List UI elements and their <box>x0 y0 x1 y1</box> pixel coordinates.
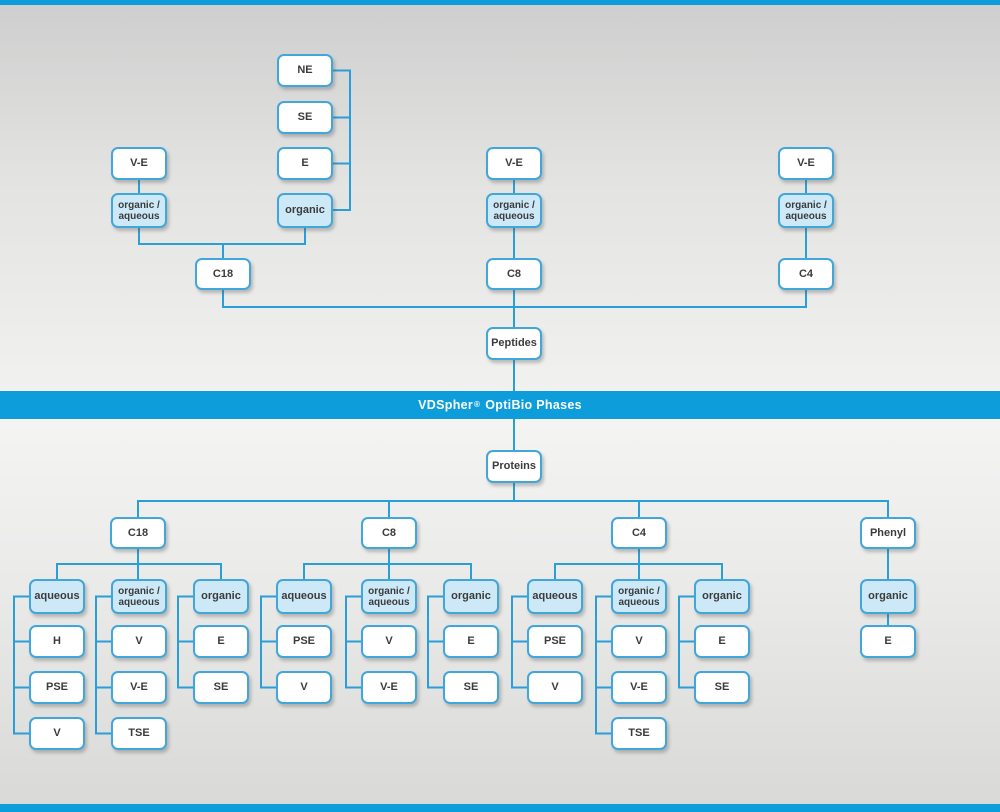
node-peptides-c4-organic-aqueous: organic / aqueous <box>778 193 834 228</box>
node-proteins-phenyl-organic: organic <box>860 579 916 614</box>
node-peptides-c4-ve: V-E <box>778 147 834 180</box>
top-accent-bar <box>0 0 1000 5</box>
node-proteins-c18-aqueous-pse: PSE <box>29 671 85 704</box>
node-proteins-c8-organic-e: E <box>443 625 499 658</box>
node-proteins-c4-aqueous: aqueous <box>527 579 583 614</box>
node-proteins-c18-aqueous: aqueous <box>29 579 85 614</box>
banner-optibio-phases: VDSpher®OptiBio Phases <box>0 391 1000 419</box>
node-proteins-c8-orgaq-v: V <box>361 625 417 658</box>
node-proteins-c4: C4 <box>611 517 667 549</box>
node-proteins-c4-organic-se: SE <box>694 671 750 704</box>
banner-suffix: OptiBio Phases <box>485 398 582 412</box>
node-proteins-c18-aqueous-h: H <box>29 625 85 658</box>
node-proteins-c4-orgaq-tse: TSE <box>611 717 667 750</box>
node-peptides-c18: C18 <box>195 258 251 290</box>
node-peptides-c8-organic-aqueous: organic / aqueous <box>486 193 542 228</box>
node-peptides-c18-organic-e: E <box>277 147 333 180</box>
node-proteins-phenyl: Phenyl <box>860 517 916 549</box>
node-proteins-c8-aqueous: aqueous <box>276 579 332 614</box>
banner-brand: VDSpher <box>418 398 474 412</box>
node-peptides-c8-ve: V-E <box>486 147 542 180</box>
node-proteins-c4-organic-e: E <box>694 625 750 658</box>
node-proteins-c4-organic: organic <box>694 579 750 614</box>
node-proteins-c18-organic-se: SE <box>193 671 249 704</box>
node-proteins-c18: C18 <box>110 517 166 549</box>
node-proteins-c18-orgaq-tse: TSE <box>111 717 167 750</box>
node-proteins-c8-orgaq-ve: V-E <box>361 671 417 704</box>
node-proteins-c4-organic-aqueous: organic / aqueous <box>611 579 667 614</box>
node-peptides-c18-organic-aqueous: organic / aqueous <box>111 193 167 228</box>
node-proteins-root: Proteins <box>486 450 542 483</box>
bottom-accent-bar <box>0 804 1000 812</box>
node-proteins-c8-aqueous-pse: PSE <box>276 625 332 658</box>
node-peptides-c18-ve: V-E <box>111 147 167 180</box>
node-peptides-c18-organic-se: SE <box>277 101 333 134</box>
node-peptides-c8: C8 <box>486 258 542 290</box>
node-proteins-c4-orgaq-v: V <box>611 625 667 658</box>
node-proteins-c8: C8 <box>361 517 417 549</box>
node-proteins-phenyl-organic-e: E <box>860 625 916 658</box>
node-proteins-c4-aqueous-v: V <box>527 671 583 704</box>
node-peptides-c18-organic-ne: NE <box>277 54 333 87</box>
node-proteins-c4-aqueous-pse: PSE <box>527 625 583 658</box>
node-proteins-c8-organic: organic <box>443 579 499 614</box>
node-proteins-c8-organic-aqueous: organic / aqueous <box>361 579 417 614</box>
node-proteins-c18-aqueous-v: V <box>29 717 85 750</box>
node-peptides-root: Peptides <box>486 327 542 360</box>
node-peptides-c18-organic: organic <box>277 193 333 228</box>
node-proteins-c18-organic-e: E <box>193 625 249 658</box>
node-proteins-c18-orgaq-v: V <box>111 625 167 658</box>
node-proteins-c18-orgaq-ve: V-E <box>111 671 167 704</box>
node-proteins-c8-aqueous-v: V <box>276 671 332 704</box>
node-proteins-c18-organic: organic <box>193 579 249 614</box>
node-proteins-c18-organic-aqueous: organic / aqueous <box>111 579 167 614</box>
node-peptides-c4: C4 <box>778 258 834 290</box>
node-proteins-c4-orgaq-ve: V-E <box>611 671 667 704</box>
node-proteins-c8-organic-se: SE <box>443 671 499 704</box>
